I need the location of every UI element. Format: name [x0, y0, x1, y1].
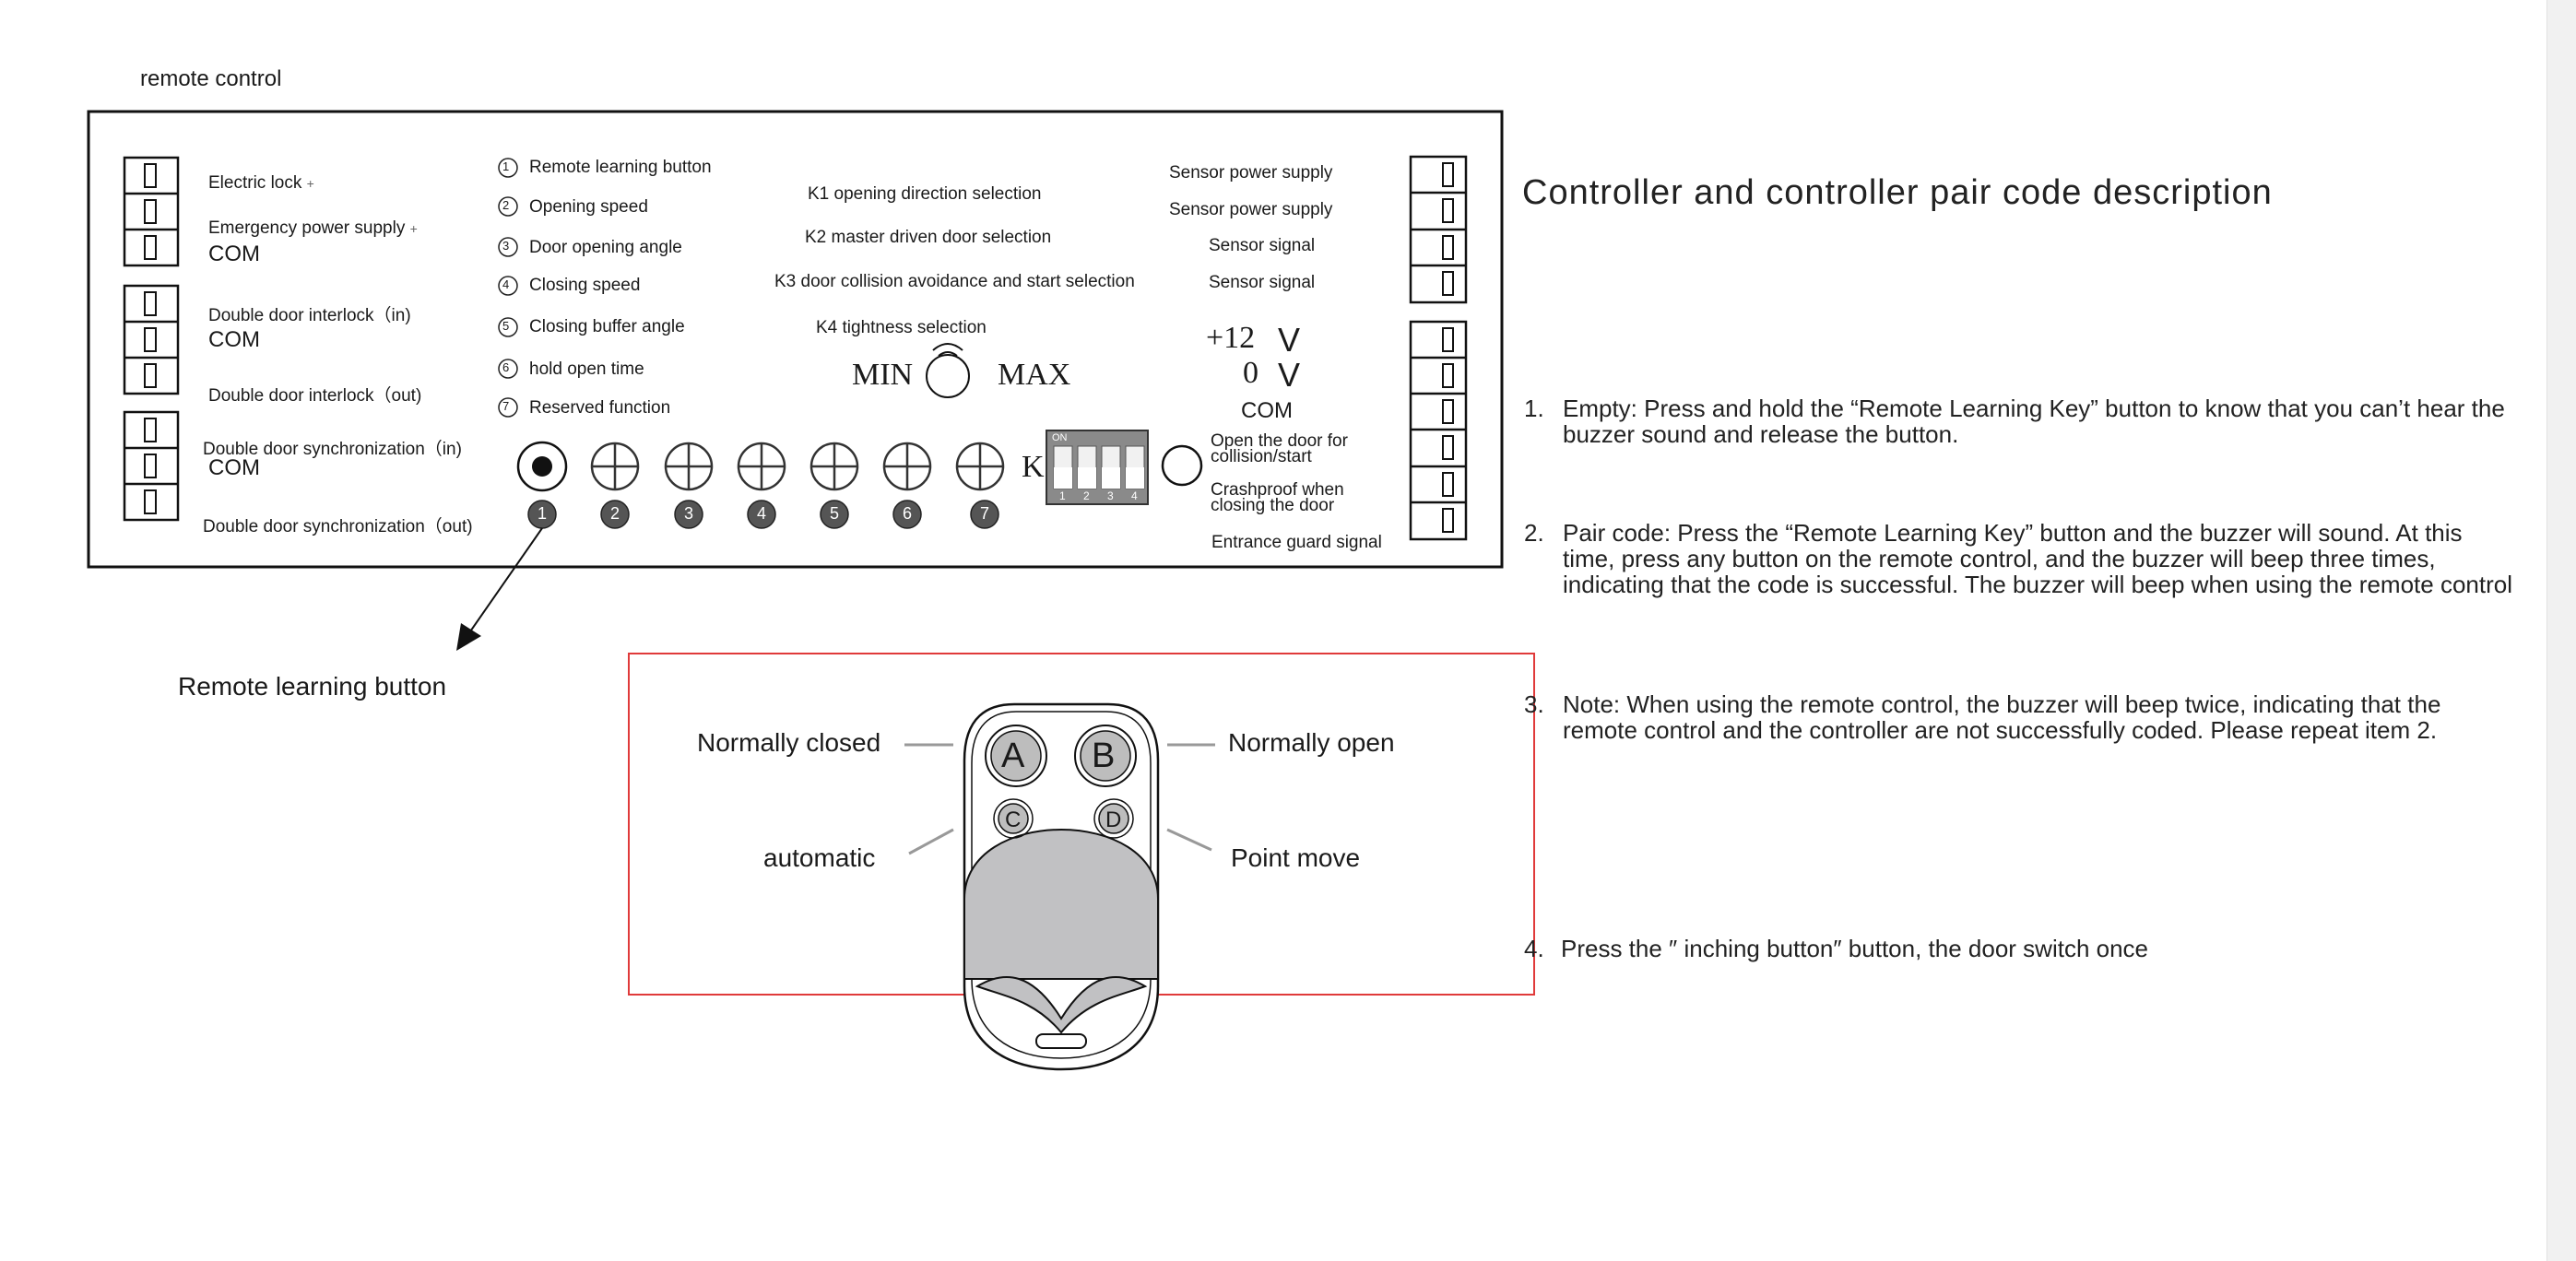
- instruction-num-2: 2.: [1524, 519, 1544, 547]
- label-sensor-power-1: Sensor power supply: [1169, 163, 1333, 183]
- function-num-3: 3: [502, 239, 510, 253]
- label-com-1: COM: [208, 242, 260, 266]
- key-b-label: B: [1092, 737, 1116, 775]
- voltage-0-label: 0: [1243, 356, 1258, 390]
- label-sensor-signal-1: Sensor signal: [1209, 236, 1316, 255]
- function-label-1: Remote learning button: [529, 158, 712, 177]
- normally-closed-label: Normally closed: [697, 728, 881, 757]
- dip-num-1: 1: [1059, 489, 1066, 502]
- label-sensor-power-2: Sensor power supply: [1169, 200, 1333, 219]
- key-a-label: A: [1001, 737, 1025, 775]
- dip-num-3: 3: [1107, 489, 1114, 502]
- instruction-text-3: Note: When using the remote control, the…: [1563, 690, 2441, 744]
- instruction-num-4: 4.: [1524, 935, 1544, 962]
- label-com-2: COM: [208, 327, 260, 352]
- function-label-2: Opening speed: [529, 197, 648, 217]
- label-sync-in: Double door synchronization（in): [203, 440, 462, 459]
- adjust-buttons: [590, 442, 1005, 491]
- button-num-3: 3: [684, 504, 694, 523]
- label-sync-out: Double door synchronization（out): [203, 517, 473, 536]
- instruction-num-3: 3.: [1524, 690, 1544, 718]
- instructions-title: Controller and controller pair code desc…: [1522, 173, 2273, 212]
- label-com-3: COM: [208, 455, 260, 480]
- label-interlock-in: Double door interlock（in): [208, 306, 411, 325]
- label-com-right: COM: [1241, 398, 1293, 423]
- key-c-label: C: [1005, 807, 1022, 832]
- function-num-2: 2: [502, 198, 510, 212]
- function-num-7: 7: [502, 399, 510, 413]
- label-electric-lock: Electric lock +: [208, 173, 314, 193]
- right-terminal-block-2: [1409, 320, 1468, 541]
- function-label-7: Reserved function: [529, 398, 671, 418]
- function-num-5: 5: [502, 319, 510, 333]
- remote-control-caption: remote control: [140, 66, 282, 91]
- point-move-label: Point move: [1231, 843, 1361, 872]
- controller-board-frame: [87, 110, 1504, 569]
- function-number-circles: [498, 158, 518, 418]
- remote-leader-lines: [904, 743, 1215, 855]
- k2-label: K2 master driven door selection: [805, 228, 1052, 247]
- remote-fob: [963, 702, 1160, 1071]
- left-terminal-block-1: [123, 156, 180, 267]
- button-number-discs: [527, 500, 999, 529]
- remote-learning-caption: Remote learning button: [178, 672, 447, 701]
- min-max-knob: [926, 343, 970, 398]
- label-entrance-guard: Entrance guard signal: [1211, 533, 1382, 552]
- instruction-text-1: Empty: Press and hold the “Remote Learni…: [1563, 395, 2505, 448]
- label-emergency-power: Emergency power supply +: [208, 218, 418, 238]
- function-num-1: 1: [502, 159, 510, 173]
- button-num-2: 2: [610, 504, 620, 523]
- normally-open-label: Normally open: [1228, 728, 1395, 757]
- button-num-7: 7: [980, 504, 990, 523]
- button-num-5: 5: [830, 504, 840, 523]
- button-num-1: 1: [538, 504, 548, 523]
- k3-label: K3 door collision avoidance and start se…: [774, 272, 1135, 291]
- k1-label: K1 opening direction selection: [808, 184, 1042, 204]
- collision-indicator: [1161, 444, 1203, 487]
- learning-button-symbol: [516, 441, 568, 492]
- voltage-unit-1: V: [1278, 321, 1301, 359]
- dip-k-label: K: [1022, 450, 1045, 484]
- k4-label: K4 tightness selection: [816, 318, 987, 337]
- button-num-4: 4: [757, 504, 767, 523]
- dip-switch: [1046, 430, 1149, 505]
- instruction-text-4: Press the ″ inching button″ button, the …: [1561, 935, 2149, 962]
- key-d-label: D: [1105, 807, 1122, 832]
- function-num-6: 6: [502, 360, 510, 374]
- instruction-num-1: 1.: [1524, 395, 1544, 422]
- remote-learning-arrow: [456, 527, 543, 651]
- function-label-5: Closing buffer angle: [529, 317, 685, 336]
- function-label-4: Closing speed: [529, 276, 641, 295]
- button-num-6: 6: [903, 504, 913, 523]
- min-label: MIN: [852, 358, 914, 392]
- vertical-scrollbar[interactable]: [2546, 0, 2576, 1261]
- instruction-text-2: Pair code: Press the “Remote Learning Ke…: [1563, 519, 2512, 598]
- dip-on-label: ON: [1052, 432, 1068, 443]
- label-interlock-out: Double door interlock（out): [208, 386, 422, 406]
- dip-num-2: 2: [1083, 489, 1090, 502]
- max-label: MAX: [998, 358, 1071, 392]
- left-terminal-block-2: [123, 284, 180, 395]
- function-label-3: Door opening angle: [529, 238, 682, 257]
- function-num-4: 4: [502, 277, 510, 291]
- label-sensor-signal-2: Sensor signal: [1209, 273, 1316, 292]
- left-terminal-block-3: [123, 410, 180, 522]
- function-label-6: hold open time: [529, 359, 644, 379]
- voltage-unit-2: V: [1278, 356, 1301, 394]
- automatic-label: automatic: [763, 843, 876, 872]
- dip-num-4: 4: [1131, 489, 1138, 502]
- voltage-12-label: +12: [1206, 321, 1256, 355]
- right-terminal-block-1: [1409, 155, 1468, 304]
